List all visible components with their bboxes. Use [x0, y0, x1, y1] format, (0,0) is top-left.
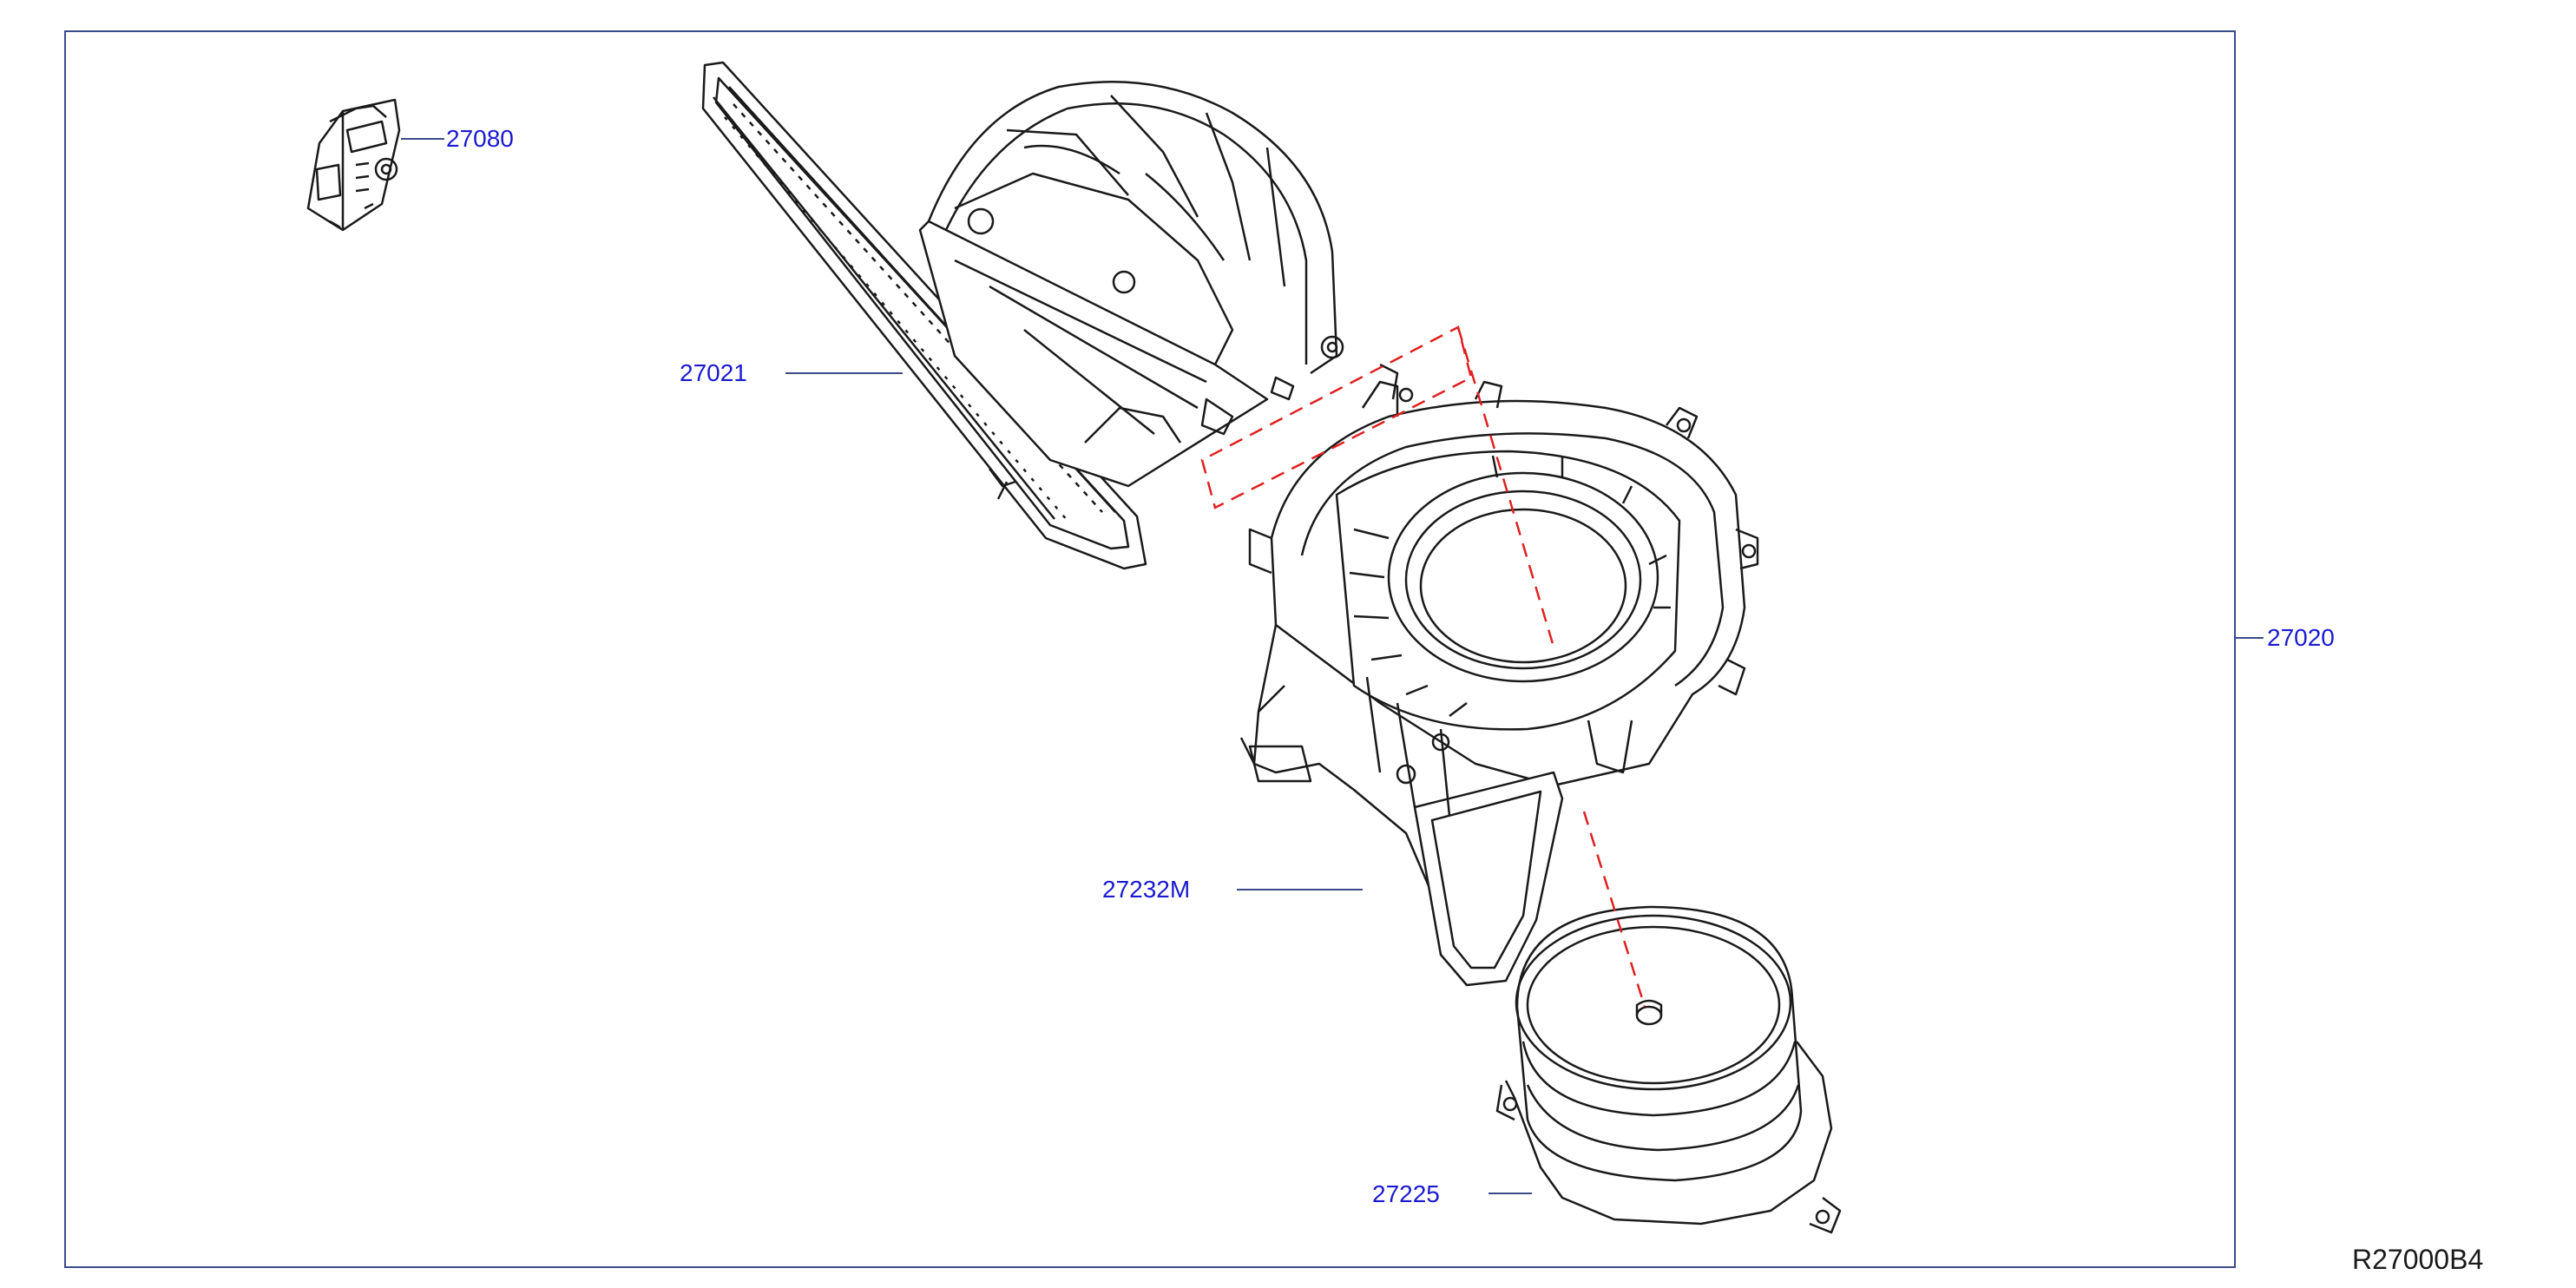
blower-resistor-part[interactable]: [306, 98, 401, 232]
reference-code: R27000B4: [2352, 1244, 2484, 1275]
callout-27080[interactable]: 27080: [446, 125, 514, 152]
callout-27020[interactable]: 27020: [2267, 624, 2335, 651]
diagram-frame: [64, 30, 2236, 1268]
callout-27021[interactable]: 27021: [680, 359, 747, 386]
blower-motor-part[interactable]: [1495, 905, 1842, 1234]
blower-housing-part[interactable]: [1239, 363, 1759, 987]
callout-27225[interactable]: 27225: [1372, 1180, 1440, 1207]
alignment-guides: [1200, 325, 1646, 1008]
callout-27232m[interactable]: 27232M: [1102, 876, 1191, 903]
intake-duct-part[interactable]: [701, 61, 1344, 570]
